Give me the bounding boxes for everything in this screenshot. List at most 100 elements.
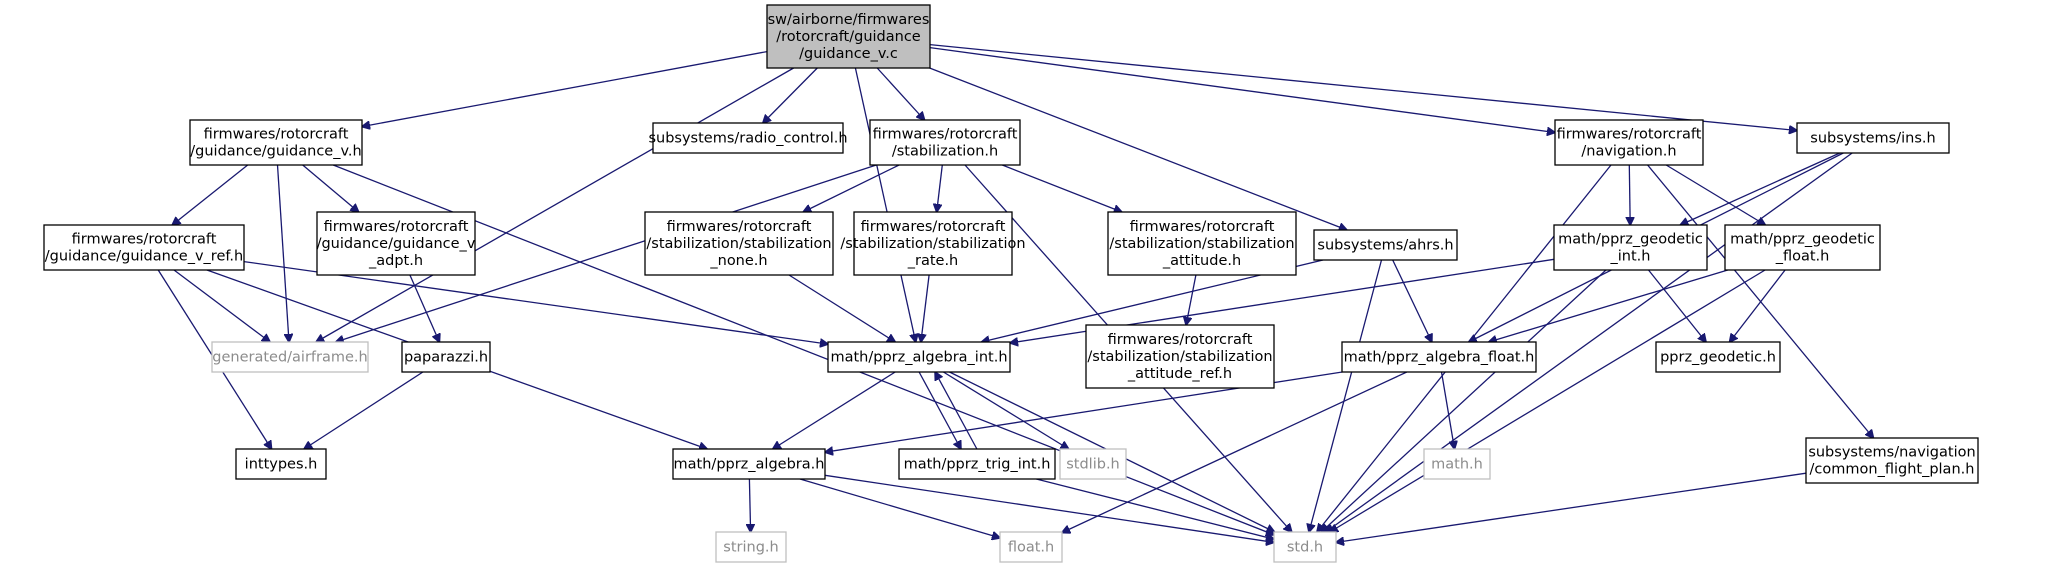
node-gv_h[interactable]: firmwares/rotorcraft/guidance/guidance_v… (189, 119, 363, 166)
node-box (1107, 211, 1297, 276)
edge-root-to-radio (763, 67, 818, 123)
node-box (827, 341, 1011, 373)
edge-ahrs-to-std (1309, 259, 1383, 532)
node-cfp[interactable]: subsystems/navigation/common_flight_plan… (1805, 437, 1979, 484)
node-label-line: subsystems/radio_control.h (648, 131, 847, 147)
edge-root-to-nav (929, 46, 1555, 133)
node-box (1085, 324, 1275, 389)
node-label-line: _attitude.h (1162, 253, 1241, 269)
edge-gv_h-to-airframe (276, 164, 290, 342)
node-trig[interactable]: math/pprz_trig_int.h (898, 448, 1056, 480)
node-label-line: firmwares/rotorcraft (873, 127, 1018, 143)
node-label-line: firmwares/rotorcraft (1557, 127, 1702, 143)
node-label-line: /guidance_v.c (799, 46, 898, 62)
edge-gv_h-to-gv_adpt (302, 164, 359, 212)
node-label-line: _none.h (709, 253, 767, 269)
edge-alg-to-std (824, 474, 1274, 542)
node-geo_float[interactable]: math/pprz_geodetic_float.h (1724, 224, 1881, 271)
node-inttypes[interactable]: inttypes.h (235, 448, 327, 480)
node-label-line: firmwares/rotorcraft (204, 127, 349, 143)
node-gv_ref[interactable]: firmwares/rotorcraft/guidance/guidance_v… (43, 224, 245, 271)
node-box (43, 224, 245, 271)
node-label-line: pprz_geodetic.h (1660, 350, 1776, 366)
node-alg[interactable]: math/pprz_algebra.h (672, 448, 826, 480)
node-box (316, 211, 476, 276)
node-box (1805, 437, 1979, 484)
edge-stab-to-airframe (336, 164, 877, 342)
edge-stab-to-stab_none (803, 164, 900, 212)
node-alg_float[interactable]: math/pprz_algebra_float.h (1341, 341, 1537, 373)
node-label-line: firmwares/rotorcraft (324, 219, 469, 235)
node-alg_int[interactable]: math/pprz_algebra_int.h (827, 341, 1011, 373)
node-paparazzi[interactable]: paparazzi.h (401, 341, 491, 373)
node-stab_att[interactable]: firmwares/rotorcraft/stabilization/stabi… (1107, 211, 1297, 276)
node-label-line: /common_flight_plan.h (1810, 462, 1975, 478)
edge-alg_int-to-stdlib (943, 371, 1068, 449)
edge-ins-to-std (1326, 152, 1853, 532)
node-string: string.h (715, 531, 787, 563)
edge-stab_rate-to-alg_int (921, 274, 930, 342)
node-box (189, 119, 363, 166)
node-stab_att_ref[interactable]: firmwares/rotorcraft/stabilization/stabi… (1085, 324, 1275, 389)
edge-gv_adpt-to-paparazzi (409, 274, 440, 342)
node-geo_int[interactable]: math/pprz_geodetic_int.h (1553, 224, 1708, 271)
node-label-line: firmwares/rotorcraft (72, 232, 217, 248)
node-box (766, 4, 931, 69)
node-label-line: std.h (1287, 540, 1323, 556)
node-box (1423, 448, 1491, 480)
node-box (853, 211, 1013, 276)
node-box (1273, 531, 1337, 563)
node-label-line: subsystems/ahrs.h (1317, 238, 1453, 254)
node-label-line: math/pprz_geodetic (1558, 232, 1703, 248)
node-root[interactable]: sw/airborne/firmwares/rotorcraft/guidanc… (766, 4, 931, 69)
edge-paparazzi-to-inttypes (304, 371, 424, 449)
node-label-line: sw/airborne/firmwares (768, 12, 930, 28)
edge-alg-to-string (749, 478, 750, 532)
edge-root-to-alg_int (854, 67, 915, 342)
node-box (235, 448, 327, 480)
node-label-line: math/pprz_algebra.h (674, 457, 825, 473)
node-box (672, 448, 826, 480)
node-label-line: /guidance/guidance_v.h (190, 144, 361, 160)
node-label-line: math/pprz_geodetic (1730, 232, 1875, 248)
node-ins[interactable]: subsystems/ins.h (1796, 122, 1950, 154)
node-box (1655, 341, 1781, 373)
node-stab[interactable]: firmwares/rotorcraft/stabilization.h (869, 119, 1021, 166)
node-box (1724, 224, 1881, 271)
edge-stab-to-stab_rate (937, 164, 943, 212)
node-radio[interactable]: subsystems/radio_control.h (648, 122, 848, 154)
node-ahrs[interactable]: subsystems/ahrs.h (1313, 229, 1458, 261)
edge-cfp-to-std (1336, 472, 1807, 542)
node-box (644, 211, 834, 276)
node-label-line: /guidance/guidance_v_ref.h (45, 249, 243, 265)
node-label-line: inttypes.h (245, 457, 318, 473)
node-label-line: paparazzi.h (404, 350, 488, 366)
node-stab_rate[interactable]: firmwares/rotorcraft/stabilization/stabi… (840, 211, 1026, 276)
node-label-line: float.h (1008, 540, 1054, 556)
node-nav[interactable]: firmwares/rotorcraft/navigation.h (1554, 119, 1704, 166)
node-label-line: /guidance/guidance_v (317, 236, 476, 252)
edge-geo_float-to-alg_float (1489, 269, 1728, 342)
edge-alg_int-to-alg (773, 371, 896, 449)
node-stdlib: stdlib.h (1059, 448, 1127, 480)
node-geodetic[interactable]: pprz_geodetic.h (1655, 341, 1781, 373)
node-math: math.h (1423, 448, 1491, 480)
edge-gv_ref-to-airframe (173, 269, 270, 342)
node-stab_none[interactable]: firmwares/rotorcraft/stabilization/stabi… (644, 211, 834, 276)
node-box (999, 531, 1063, 563)
node-label-line: math/pprz_algebra_float.h (1344, 350, 1535, 366)
edge-geo_float-to-std (1330, 269, 1766, 532)
node-gv_adpt[interactable]: firmwares/rotorcraft/guidance/guidance_v… (316, 211, 476, 276)
node-box (401, 341, 491, 373)
node-label-line: _int.h (1610, 249, 1651, 265)
edge-root-to-gv_h (362, 50, 768, 127)
edge-gv_h-to-gv_ref (172, 164, 249, 225)
node-label-line: _attitude_ref.h (1127, 366, 1232, 382)
edge-alg-to-float (799, 478, 1000, 538)
node-label-line: /stabilization.h (892, 144, 998, 160)
node-box (1313, 229, 1458, 261)
node-label-line: /stabilization/stabilization (840, 236, 1025, 252)
node-box (652, 122, 844, 154)
edge-stab-to-stab_att (1002, 164, 1122, 212)
